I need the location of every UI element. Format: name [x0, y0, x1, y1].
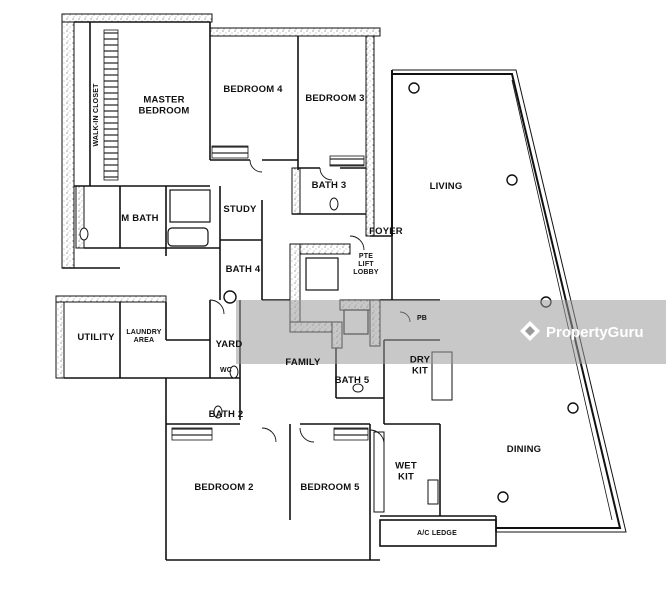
label-foyer: FOYER — [369, 226, 403, 237]
label-ac-ledge: A/C LEDGE — [417, 530, 457, 537]
label-dining: DINING — [507, 444, 541, 455]
toilets — [79, 197, 364, 419]
watermark-text: PropertyGuru — [546, 324, 644, 341]
propertyguru-logo-icon — [520, 321, 540, 341]
label-yard: YARD — [216, 339, 243, 350]
label-walk-in-closet: WALK-IN CLOSET — [93, 83, 100, 147]
label-bedroom-5: BEDROOM 5 — [300, 482, 360, 493]
label-study: STUDY — [223, 204, 257, 215]
label-bath-4: BATH 4 — [226, 264, 261, 275]
label-bath-3: BATH 3 — [312, 180, 347, 191]
label-wc: WC — [220, 367, 232, 374]
label-pb: PB — [417, 315, 427, 322]
wardrobes — [171, 145, 369, 441]
columns — [223, 82, 579, 503]
label-bedroom-3: BEDROOM 3 — [305, 93, 364, 104]
m-bath-vanity — [169, 189, 211, 223]
label-family: FAMILY — [285, 357, 321, 368]
label-bath-5: BATH 5 — [335, 375, 370, 386]
label-living: LIVING — [430, 181, 463, 192]
label-bedroom-2: BEDROOM 2 — [194, 482, 253, 493]
label-bath-2: BATH 2 — [209, 409, 244, 420]
label-utility: UTILITY — [77, 332, 115, 343]
walk-in-closet-hatch — [103, 29, 119, 181]
interior-walls — [62, 21, 497, 561]
bathtub — [167, 227, 209, 247]
label-bedroom-4: BEDROOM 4 — [223, 84, 283, 95]
label-m-bath: M BATH — [121, 213, 158, 224]
watermark: PropertyGuru — [236, 300, 666, 364]
